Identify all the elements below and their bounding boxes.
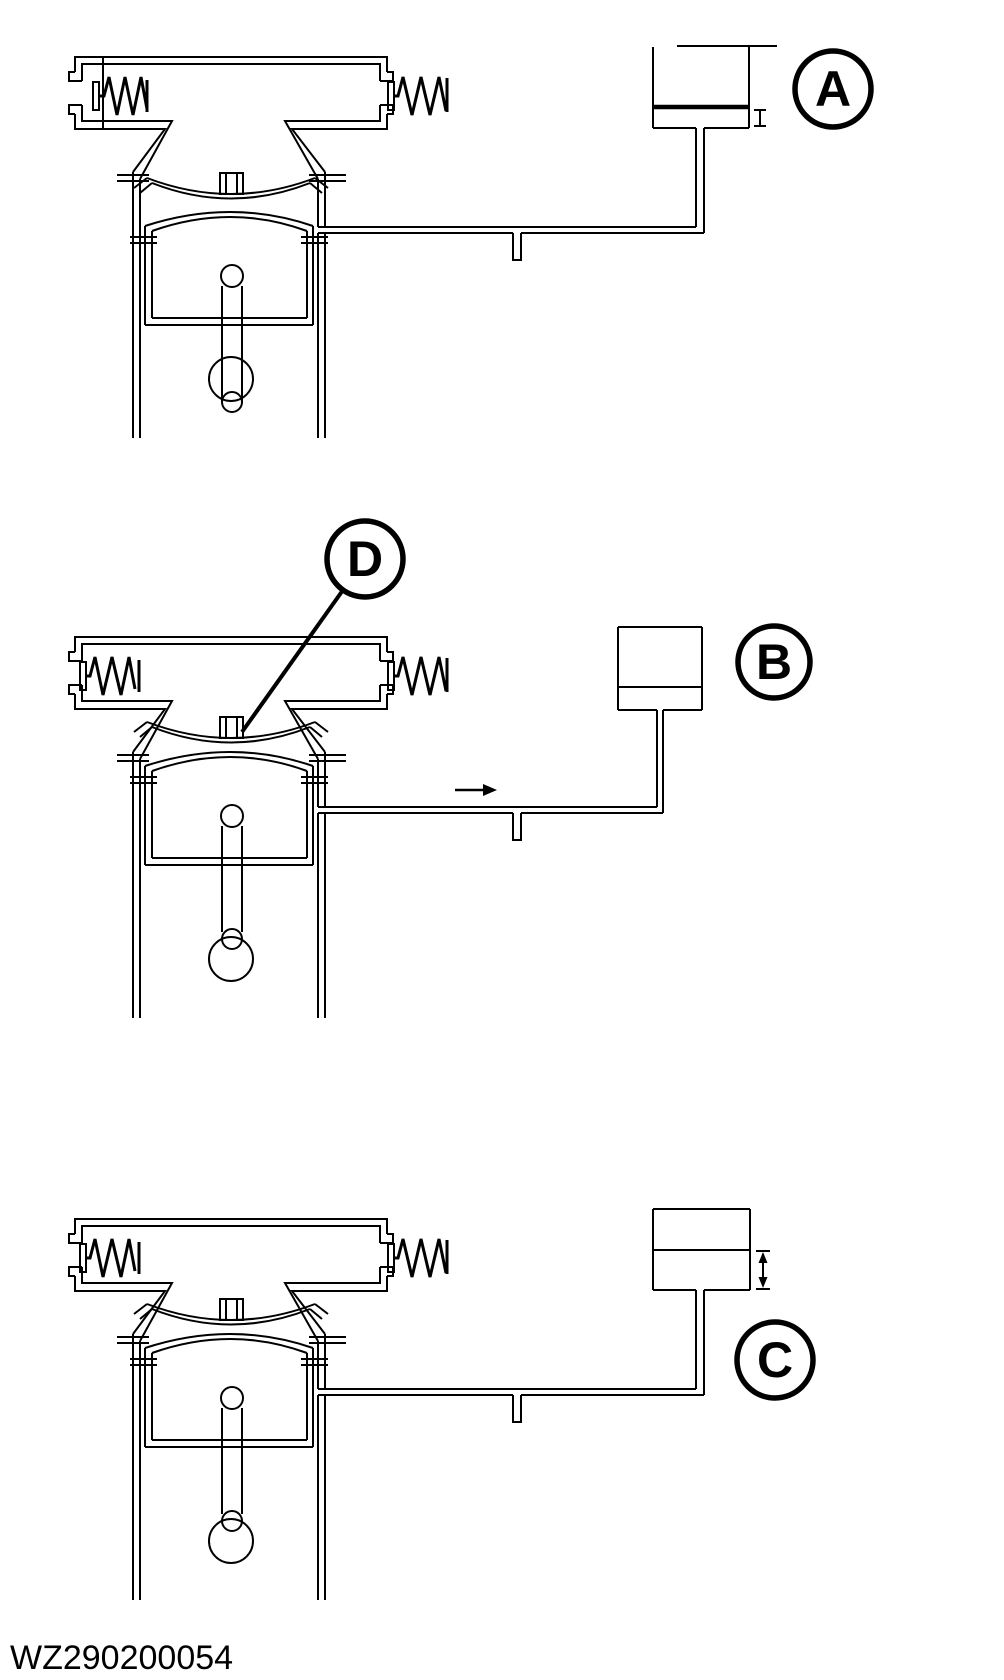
reservoir-tank (652, 1208, 770, 1291)
pushrod-spring (91, 55, 149, 131)
panel-a: A (67, 45, 874, 440)
figure-code: WZ290200054 (10, 1639, 233, 1677)
panel-b: B D (67, 518, 813, 1020)
hydraulic-line (318, 710, 664, 841)
piston-assembly (129, 1298, 329, 1564)
label-a-circle (792, 48, 874, 130)
cylinder-housing (67, 635, 449, 1020)
label-d-circle (324, 518, 406, 600)
callout-leader-line (240, 588, 345, 734)
reservoir-tank (652, 45, 777, 129)
label-b-badge: B (735, 623, 813, 701)
cylinder-housing (67, 55, 449, 440)
label-d-text: D (347, 531, 383, 587)
flow-arrow (455, 784, 497, 796)
piston-assembly (129, 716, 329, 982)
fluid-level-dimension (754, 109, 766, 127)
label-a-badge: A (792, 48, 874, 130)
label-c-badge: C (734, 1319, 816, 1401)
label-b-text: B (756, 634, 792, 690)
hydraulic-line (318, 1290, 705, 1423)
hydraulic-line (318, 128, 705, 261)
fluid-level-dimension (756, 1250, 770, 1290)
label-c-circle (734, 1319, 816, 1401)
pushrod-spring (78, 1237, 141, 1279)
pushrod-spring (78, 655, 141, 697)
detail-callout-d: D (240, 518, 406, 734)
label-c-text: C (757, 1332, 793, 1388)
panel-c: C (67, 1208, 816, 1602)
cylinder-housing (67, 1217, 449, 1602)
piston-assembly (129, 172, 329, 413)
label-b-circle (735, 623, 813, 701)
reservoir-tank (617, 626, 703, 711)
label-a-text: A (815, 61, 851, 117)
